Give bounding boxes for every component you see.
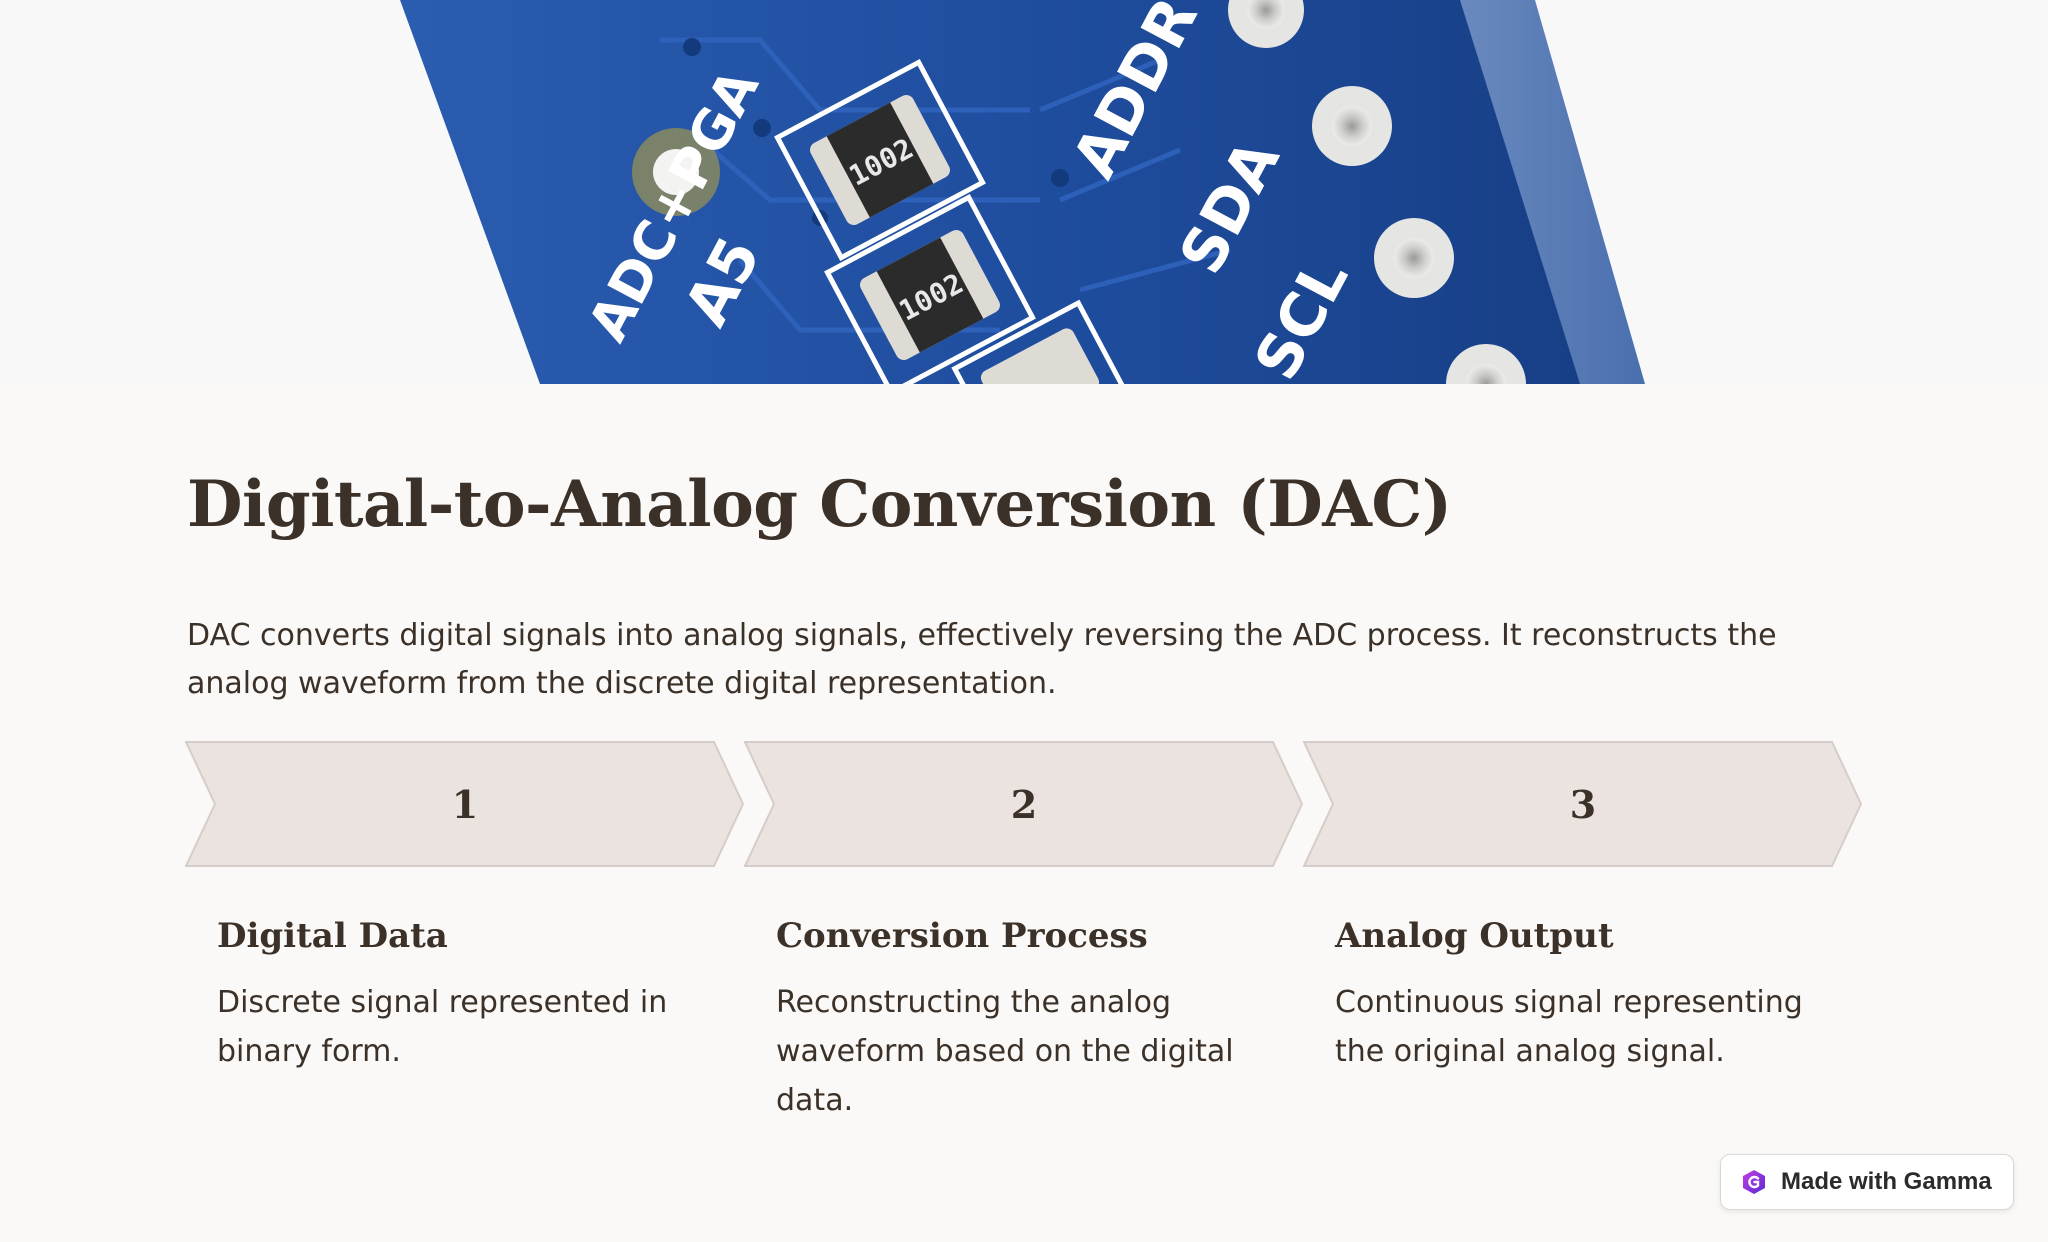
step-body-2: Reconstructing the analog waveform based… [776, 985, 1234, 1118]
step-number-2: 2 [1010, 781, 1038, 827]
step-card-1: Digital Data Discrete signal represented… [217, 912, 687, 1076]
process-steps: 1 2 3 [185, 741, 1865, 867]
step-card-3: Analog Output Continuous signal represen… [1335, 912, 1805, 1076]
step-card-2: Conversion Process Reconstructing the an… [776, 912, 1246, 1125]
step-chevron-1: 1 [185, 741, 745, 867]
step-number-1: 1 [451, 781, 479, 827]
step-title-2: Conversion Process [776, 916, 1148, 956]
step-number-3: 3 [1569, 781, 1597, 827]
pcb-photo: 1002 1002 ADC+PGA A5 ADDR SDA SCL [0, 0, 2048, 384]
slide-description: DAC converts digital signals into analog… [187, 618, 1777, 701]
step-title-3: Analog Output [1335, 916, 1614, 956]
gamma-logo-icon [1743, 1170, 1765, 1194]
badge-label: Made with Gamma [1781, 1168, 1992, 1195]
step-chevron-2: 2 [744, 741, 1304, 867]
step-chevron-3: 3 [1303, 741, 1863, 867]
header-image: 1002 1002 ADC+PGA A5 ADDR SDA SCL [0, 0, 2048, 384]
step-body-3: Continuous signal representing the origi… [1335, 985, 1803, 1069]
step-title-1: Digital Data [217, 916, 448, 956]
slide-title: Digital-to-Analog Conversion (DAC) [187, 467, 1452, 542]
made-with-gamma-button[interactable]: Made with Gamma [1720, 1154, 2014, 1210]
step-body-1: Discrete signal represented in binary fo… [217, 985, 668, 1069]
